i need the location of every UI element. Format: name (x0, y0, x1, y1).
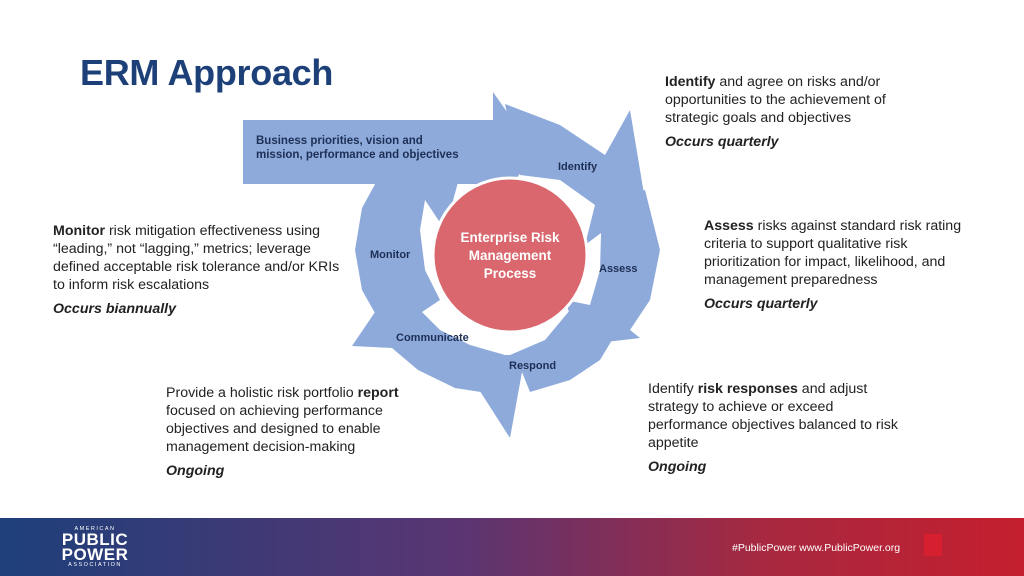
footer-accent-square (924, 534, 942, 556)
monitor-highlight: Monitor (53, 223, 106, 239)
monitor-segment (355, 140, 460, 322)
identify-text: and agree on risks and/or opportunities … (665, 74, 886, 126)
erm-center-circle (431, 176, 589, 334)
monitor-frequency: Occurs biannually (53, 301, 176, 317)
stage-label-communicate: Communicate (396, 332, 469, 344)
slide-title: ERM Approach (80, 52, 334, 93)
respond-highlight: risk responses (697, 381, 798, 397)
footer-tagline: #PublicPower www.PublicPower.org (732, 542, 901, 554)
identify-highlight: Identify (665, 74, 716, 90)
identify-arrow (243, 92, 535, 212)
stage-label-assess: Assess (599, 263, 638, 275)
assess-segment (565, 190, 660, 345)
input-label-line2: mission, performance and objectives (256, 149, 459, 161)
stage-label-monitor: Monitor (370, 249, 411, 261)
report-text-pre: Provide a holistic risk portfolio (166, 385, 358, 401)
respond-text-post: and adjust strategy to achieve or exceed… (648, 381, 898, 451)
logo-line2: POWER (61, 545, 129, 564)
monitor-text: risk mitigation effectiveness using “lea… (53, 223, 340, 293)
respond-segment (460, 310, 615, 438)
assess-frequency: Occurs quarterly (704, 296, 818, 312)
assess-highlight: Assess (704, 218, 754, 234)
report-text-post: focused on achieving performance objecti… (166, 403, 383, 455)
respond-description: Identify risk responses and adjust strat… (648, 380, 898, 476)
erm-cycle-diagram: Enterprise Risk Management Process Busin… (243, 92, 660, 438)
identify-description: Identify and agree on risks and/or oppor… (665, 73, 915, 151)
center-label-line2: Management (469, 248, 552, 263)
respond-text-pre: Identify (648, 381, 698, 397)
report-description: Provide a holistic risk portfolio report… (166, 384, 426, 480)
footer-bar: AMERICAN PUBLIC POWER ASSOCIATION #Publi… (0, 518, 1024, 576)
respond-frequency: Ongoing (648, 459, 707, 475)
stage-label-respond: Respond (509, 360, 556, 372)
logo-line1: PUBLIC (61, 530, 129, 549)
logo-top-text: AMERICAN (74, 526, 116, 532)
appa-logo: AMERICAN PUBLIC POWER ASSOCIATION (60, 526, 130, 568)
assess-description: Assess risks against standard risk ratin… (704, 217, 969, 313)
center-label-line1: Enterprise Risk (460, 230, 560, 245)
input-label-line1: Business priorities, vision and (256, 135, 423, 147)
monitor-description: Monitor risk mitigation effectiveness us… (53, 222, 353, 318)
stage-label-identify: Identify (558, 161, 598, 173)
report-highlight: report (357, 385, 399, 401)
center-label-line3: Process (484, 266, 537, 281)
identify-frequency: Occurs quarterly (665, 134, 779, 150)
logo-bottom-text: ASSOCIATION (68, 562, 122, 568)
report-frequency: Ongoing (166, 463, 225, 479)
assess-text: risks against standard risk rating crite… (704, 218, 962, 288)
